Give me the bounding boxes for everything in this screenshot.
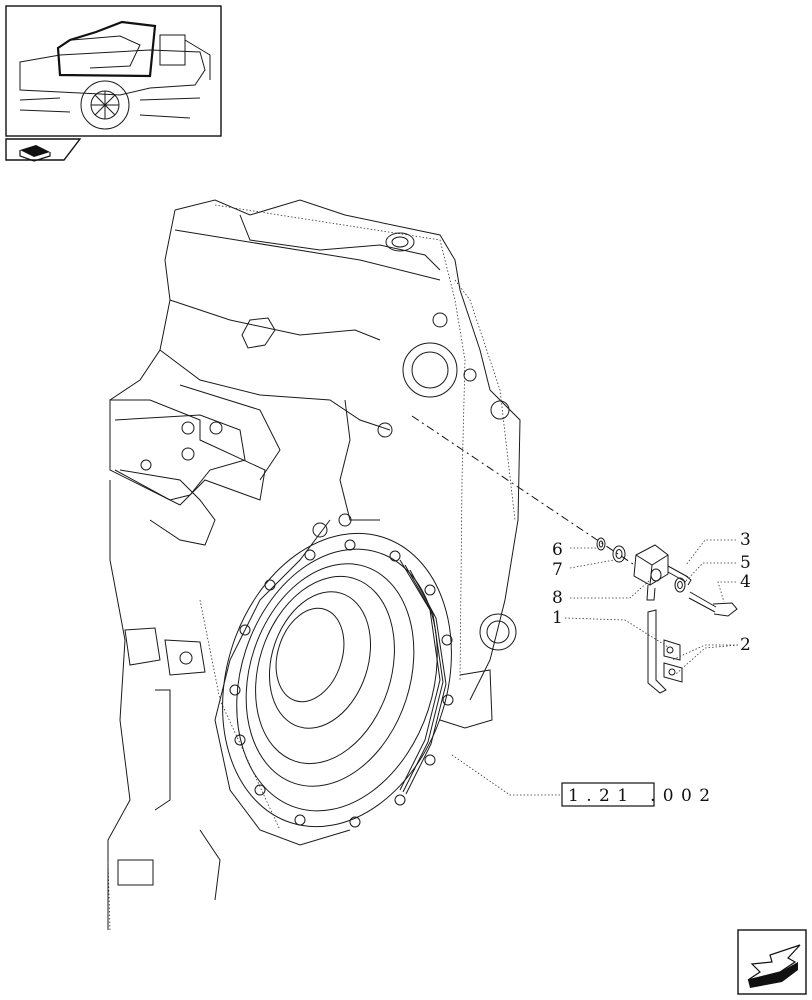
leader-lines <box>451 539 739 796</box>
transmission-housing-drawing <box>107 199 521 931</box>
previous-page-tab-icon[interactable] <box>5 138 82 162</box>
next-page-arrow-icon[interactable] <box>737 929 807 995</box>
callout-7: 7 <box>552 560 563 580</box>
callout-4: 4 <box>740 572 751 592</box>
tractor-location-thumbnail-icon[interactable] <box>5 5 222 137</box>
cross-reference[interactable]: 1 . 2 1 . 0 0 2 <box>561 782 711 807</box>
callout-3: 3 <box>740 530 751 550</box>
callout-5: 5 <box>740 553 751 573</box>
callout-1: 1 <box>552 608 563 628</box>
callout-labels: 6 7 8 1 3 5 4 2 <box>552 530 751 655</box>
callout-8: 8 <box>552 588 563 608</box>
reference-box-text: 1 . 2 1 <box>568 786 629 806</box>
callout-2: 2 <box>740 635 751 655</box>
exploded-parts-assembly <box>411 415 738 694</box>
callout-6: 6 <box>552 540 563 560</box>
reference-suffix-text: . 0 0 2 <box>650 786 711 806</box>
